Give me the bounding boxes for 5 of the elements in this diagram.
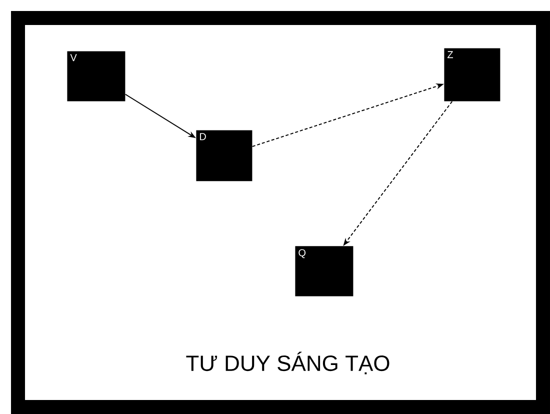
labeled-box: Z — [444, 48, 500, 102]
labeled-box: D — [196, 130, 252, 182]
labeled-box: V — [67, 51, 126, 102]
labeled-box: Q — [295, 246, 354, 296]
title: TƯ DUY SÁNG TẠO — [186, 352, 390, 374]
